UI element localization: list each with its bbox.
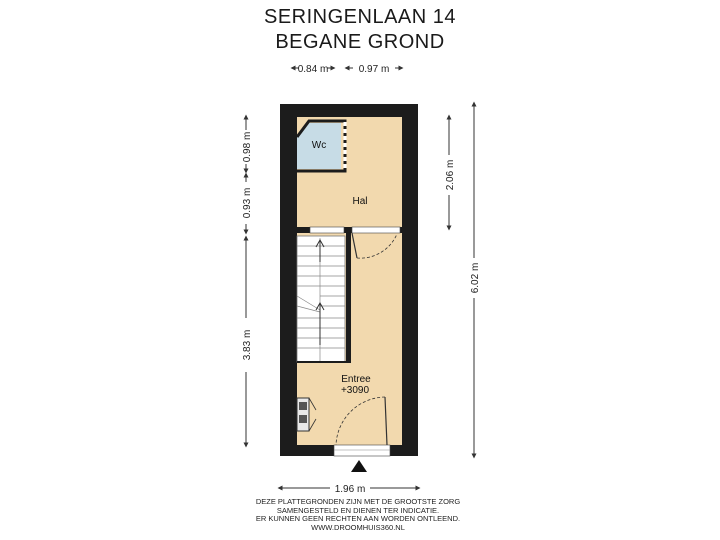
disclaimer-line: SAMENGESTELD EN DIENEN TER INDICATIE. [276,505,440,515]
stair-partition [346,233,351,361]
wc-wall [295,119,347,173]
entrance-arrow-icon [351,460,367,472]
hal-door-opening [351,226,401,234]
room-label-wc: Wc [312,140,326,151]
dim-right-upper: 2.06 m [445,160,456,191]
website-link[interactable]: WWW.DROOMHUIS360.NL [311,522,405,532]
hal-door [351,232,398,259]
staircase [296,235,346,363]
hal-opening [309,226,345,234]
front-door-opening [333,444,391,457]
dim-right-total: 6.02 m [470,263,481,294]
disclaimer: DEZE PLATTEGRONDEN ZIJN MET DE GROOTSTE … [0,497,716,532]
dim-top-left: 0.84 m [298,64,329,75]
dim-top-right: 0.97 m [359,64,390,75]
room-level-entree: +3090 [341,385,370,396]
dim-bottom: 1.96 m [335,484,366,495]
meter-cupboard [296,397,317,432]
disclaimer-line: DEZE PLATTEGRONDEN ZIJN MET DE GROOTSTE … [255,497,461,506]
floorplan-floor-title: BEGANE GROND [275,31,445,53]
hal-stairs-wall [297,227,402,233]
dim-left-top: 0.98 m [242,132,253,163]
room-label-hal: Hal [352,196,367,207]
front-door [335,396,388,446]
room-label-entree: Entree [341,374,371,385]
wc-room [297,123,341,169]
dim-left-bottom: 3.83 m [242,330,253,361]
disclaimer-line: ER KUNNEN GEEN RECHTEN AAN WORDEN ONTLEE… [255,514,461,524]
floorplan-address-title: SERINGENLAAN 14 [263,6,456,28]
dim-left-mid: 0.93 m [242,188,253,219]
